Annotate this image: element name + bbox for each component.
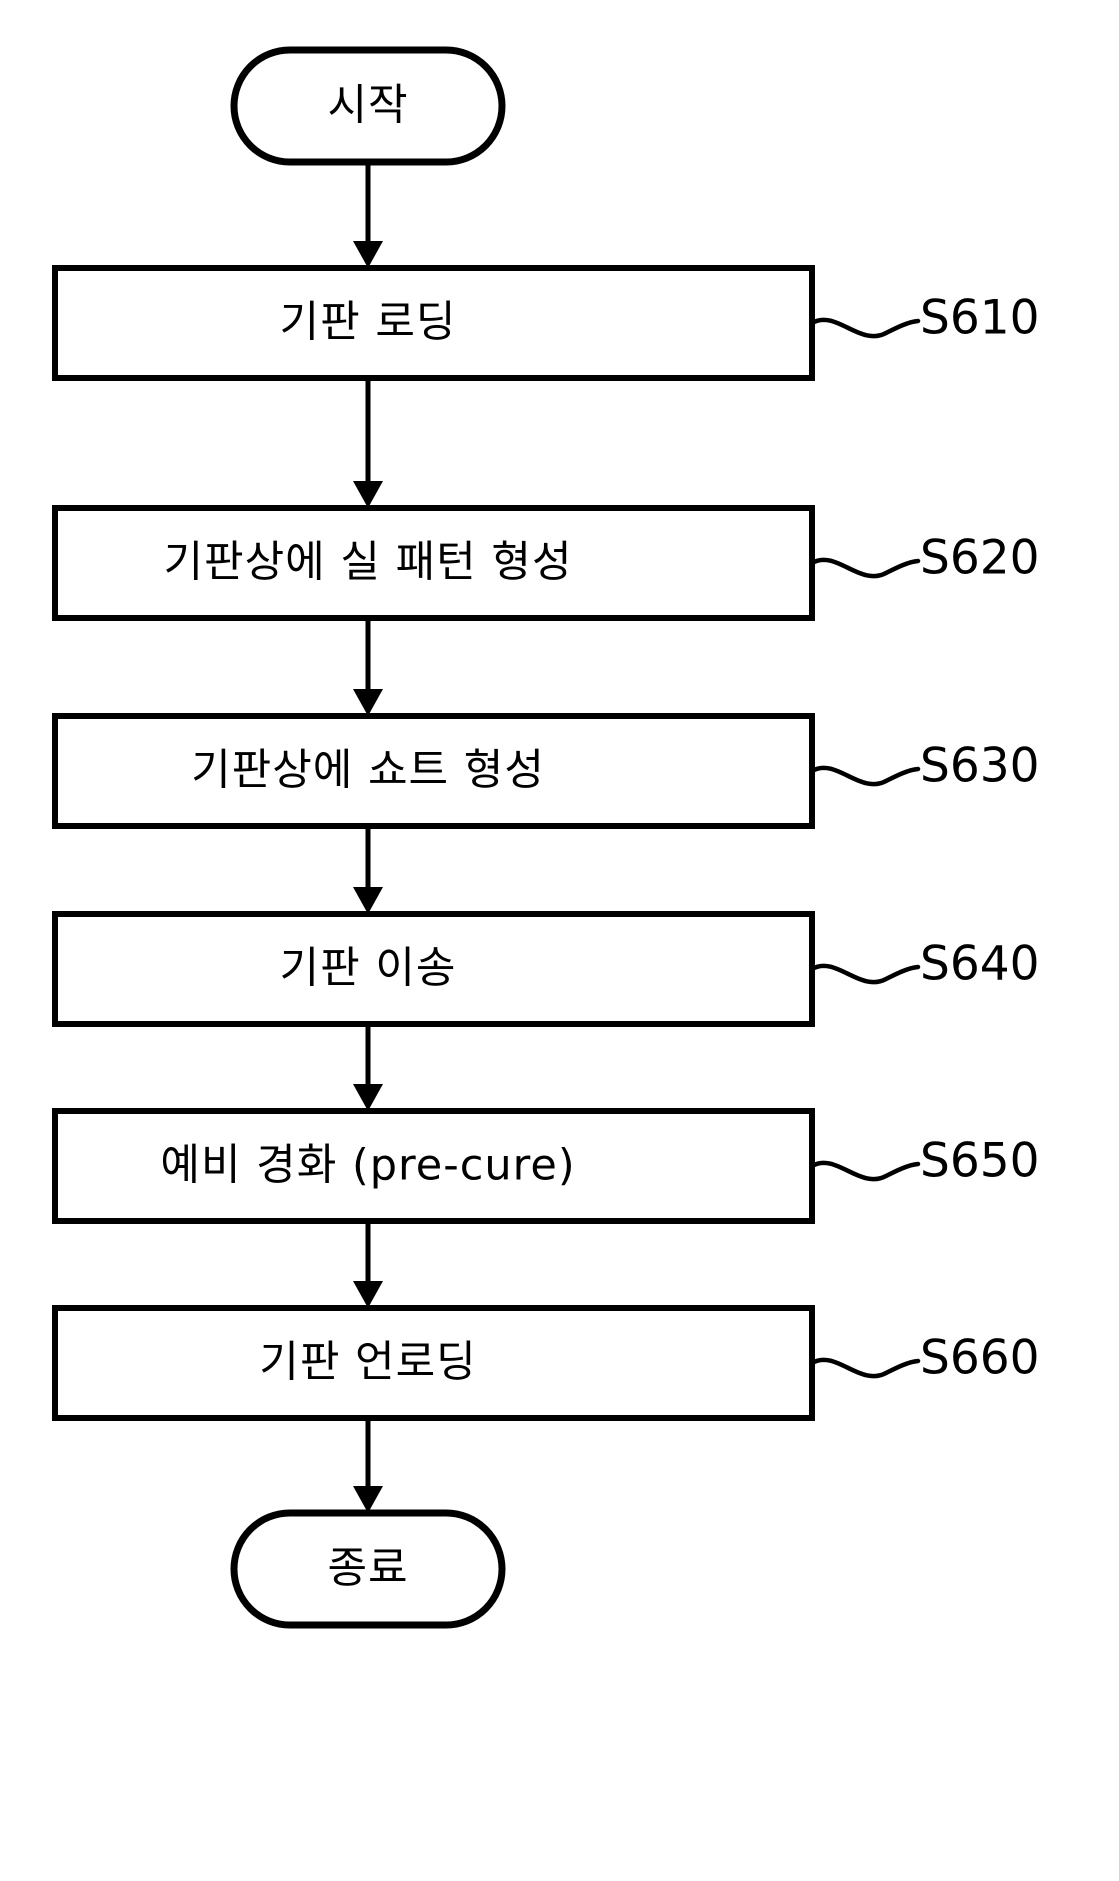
leader-line-1 <box>809 317 921 339</box>
process-node-1: 기판 로딩 S610 <box>52 265 1040 381</box>
process-node-5-label: 예비 경화 (pre-cure) <box>160 1141 575 1191</box>
leader-line-5 <box>809 1160 921 1182</box>
arrow-head-icon <box>353 1281 383 1308</box>
process-node-1-label: 기판 로딩 <box>280 298 457 348</box>
connector-step-4-to-step-5 <box>353 1024 383 1111</box>
arrow-head-icon <box>353 887 383 914</box>
connector-start-to-step-1 <box>353 162 383 268</box>
process-node-4: 기판 이송 S640 <box>52 911 1040 1027</box>
leader-line-2 <box>809 557 921 579</box>
process-node-6-label: 기판 언로딩 <box>259 1338 476 1388</box>
arrow-head-icon <box>353 481 383 508</box>
arrow-head-icon <box>353 1486 383 1513</box>
arrow-head-icon <box>353 1084 383 1111</box>
leader-line-4 <box>809 963 921 985</box>
connector-step-5-to-step-6 <box>353 1221 383 1308</box>
step-ref-6: S660 <box>920 1331 1040 1386</box>
start-node-label: 시작 <box>327 81 408 131</box>
leader-line-6 <box>809 1357 921 1379</box>
end-node: 종료 <box>230 1509 506 1629</box>
step-ref-3: S630 <box>920 739 1040 794</box>
arrow-head-icon <box>353 689 383 716</box>
end-node-label: 종료 <box>327 1544 408 1594</box>
process-node-3: 기판상에 쇼트 형성 S630 <box>52 713 1040 829</box>
step-ref-5: S650 <box>920 1134 1040 1189</box>
process-node-2: 기판상에 실 패턴 형성 S620 <box>52 505 1040 621</box>
process-node-4-shape <box>52 911 815 1027</box>
end-node-shape <box>230 1509 506 1629</box>
process-node-5: 예비 경화 (pre-cure) S650 <box>52 1108 1040 1224</box>
start-node: 시작 <box>230 46 506 166</box>
connector-step-6-to-end <box>353 1418 383 1513</box>
step-ref-2: S620 <box>920 531 1040 586</box>
process-node-3-label: 기판상에 쇼트 형성 <box>191 746 545 796</box>
process-node-6: 기판 언로딩 S660 <box>52 1305 1040 1421</box>
step-ref-1: S610 <box>920 291 1040 346</box>
process-node-1-shape <box>52 265 815 381</box>
arrow-head-icon <box>353 241 383 268</box>
process-node-4-label: 기판 이송 <box>280 944 457 994</box>
process-node-6-shape <box>52 1305 815 1421</box>
leader-line-3 <box>809 765 921 787</box>
connector-step-3-to-step-4 <box>353 826 383 914</box>
connector-step-1-to-step-2 <box>353 378 383 508</box>
process-node-2-label: 기판상에 실 패턴 형성 <box>163 538 572 588</box>
step-ref-4: S640 <box>920 937 1040 992</box>
connector-step-2-to-step-3 <box>353 618 383 716</box>
